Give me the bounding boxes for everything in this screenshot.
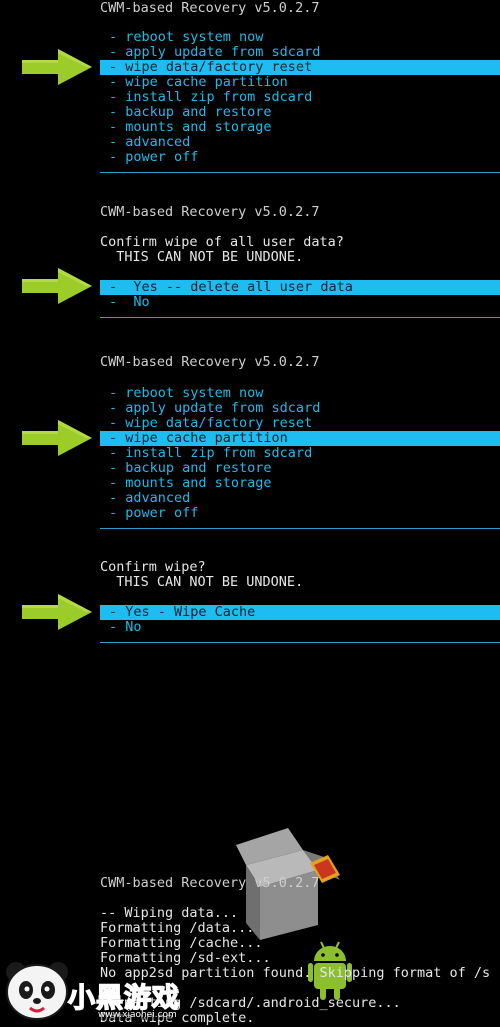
menu-item-power-off[interactable]: - power off bbox=[109, 149, 199, 165]
site-watermark: 小黑游戏 www.xiaohei.com bbox=[0, 950, 200, 1027]
recovery-title: CWM-based Recovery v5.0.2.7 bbox=[100, 204, 320, 220]
recovery-main-menu-screen-3: CWM-based Recovery v5.0.2.7 - reboot sys… bbox=[0, 350, 500, 535]
log-line: No app2sd partition found. Skipping form… bbox=[100, 966, 491, 981]
menu-item-apply-update-from-sdcard[interactable]: - apply update from sdcard bbox=[109, 400, 321, 416]
menu-item-apply-update-from-sdcard[interactable]: - apply update from sdcard bbox=[109, 44, 321, 60]
log-line: Formatting /sdcard/.android_secure... bbox=[100, 995, 401, 1011]
menu-item-wipe-data-factory-reset[interactable]: - wipe data/factory reset bbox=[100, 60, 500, 75]
log-line: Formatting /cache... bbox=[100, 935, 263, 951]
menu-item-no[interactable]: - No bbox=[109, 294, 150, 310]
watermark-brand: 小黑游戏 bbox=[67, 982, 180, 1015]
log-line: Data wipe complete. bbox=[100, 1010, 255, 1026]
log-line: Formatting /data... bbox=[100, 920, 255, 936]
menu-item-backup-and-restore[interactable]: - backup and restore bbox=[109, 460, 272, 476]
menu-item-reboot-system-now[interactable]: - reboot system now bbox=[109, 385, 264, 401]
menu-divider bbox=[100, 528, 500, 529]
menu-item-reboot-system-now[interactable]: - reboot system now bbox=[109, 29, 264, 45]
log-line: Formatting /sd-ext... bbox=[100, 950, 271, 966]
menu-item-no[interactable]: - No bbox=[109, 619, 142, 635]
recovery-title: CWM-based Recovery v5.0.2.7 bbox=[100, 875, 320, 891]
menu-item-advanced[interactable]: - advanced bbox=[109, 490, 191, 506]
menu-divider bbox=[100, 172, 500, 173]
confirm-menu: - Yes - Wipe Cache - No bbox=[100, 605, 500, 635]
panda-mascot-logo-icon bbox=[6, 962, 68, 1020]
wipe-progress-screen: CWM-based Recovery v5.0.2.7 -- Wiping da… bbox=[0, 820, 500, 1027]
pointer-arrow-icon bbox=[22, 268, 92, 304]
pointer-arrow-icon bbox=[22, 420, 92, 456]
menu-item-wipe-data-factory-reset[interactable]: - wipe data/factory reset bbox=[109, 415, 313, 431]
menu-divider bbox=[100, 642, 500, 643]
menu-item-power-off[interactable]: - power off bbox=[109, 505, 199, 521]
recovery-menu: - reboot system now - apply update from … bbox=[100, 386, 500, 521]
android-robot-icon bbox=[308, 941, 352, 1000]
menu-item-wipe-cache-partition[interactable]: - wipe cache partition bbox=[109, 74, 288, 90]
recovery-title: CWM-based Recovery v5.0.2.7 bbox=[100, 0, 320, 16]
confirm-prompt: Confirm wipe of all user data? bbox=[100, 234, 344, 250]
confirm-menu: - Yes -- delete all user data - No bbox=[100, 280, 500, 310]
warning-text: THIS CAN NOT BE UNDONE. bbox=[100, 574, 304, 590]
log-line: -- Wiping data... bbox=[100, 905, 239, 921]
menu-item-install-zip-from-sdcard[interactable]: - install zip from sdcard bbox=[109, 445, 313, 461]
recovery-box-illustration-icon bbox=[236, 828, 340, 940]
pointer-arrow-icon bbox=[22, 594, 92, 630]
confirm-wipe-cache-screen: Confirm wipe? THIS CAN NOT BE UNDONE. - … bbox=[0, 555, 500, 650]
confirm-prompt: Confirm wipe? bbox=[100, 559, 206, 575]
recovery-menu: - reboot system now - apply update from … bbox=[100, 30, 500, 165]
confirm-wipe-data-screen: CWM-based Recovery v5.0.2.7 Confirm wipe… bbox=[0, 200, 500, 325]
pointer-arrow-icon bbox=[22, 49, 92, 85]
recovery-main-menu-screen-1: CWM-based Recovery v5.0.2.7 - reboot sys… bbox=[0, 0, 500, 180]
menu-item-wipe-cache-partition[interactable]: - wipe cache partition bbox=[100, 431, 500, 446]
menu-item-advanced[interactable]: - advanced bbox=[109, 134, 191, 150]
menu-item-install-zip-from-sdcard[interactable]: - install zip from sdcard bbox=[109, 89, 313, 105]
warning-text: THIS CAN NOT BE UNDONE. bbox=[100, 249, 304, 265]
menu-item-yes-wipe-cache[interactable]: - Yes - Wipe Cache bbox=[100, 605, 500, 620]
menu-item-mounts-and-storage[interactable]: - mounts and storage bbox=[109, 119, 272, 135]
menu-item-backup-and-restore[interactable]: - backup and restore bbox=[109, 104, 272, 120]
watermark-url: www.xiaohei.com bbox=[98, 1010, 177, 1020]
menu-item-mounts-and-storage[interactable]: - mounts and storage bbox=[109, 475, 272, 491]
recovery-title: CWM-based Recovery v5.0.2.7 bbox=[100, 354, 320, 370]
menu-item-yes-delete-all-user-data[interactable]: - Yes -- delete all user data bbox=[100, 280, 500, 295]
menu-divider bbox=[100, 317, 500, 318]
